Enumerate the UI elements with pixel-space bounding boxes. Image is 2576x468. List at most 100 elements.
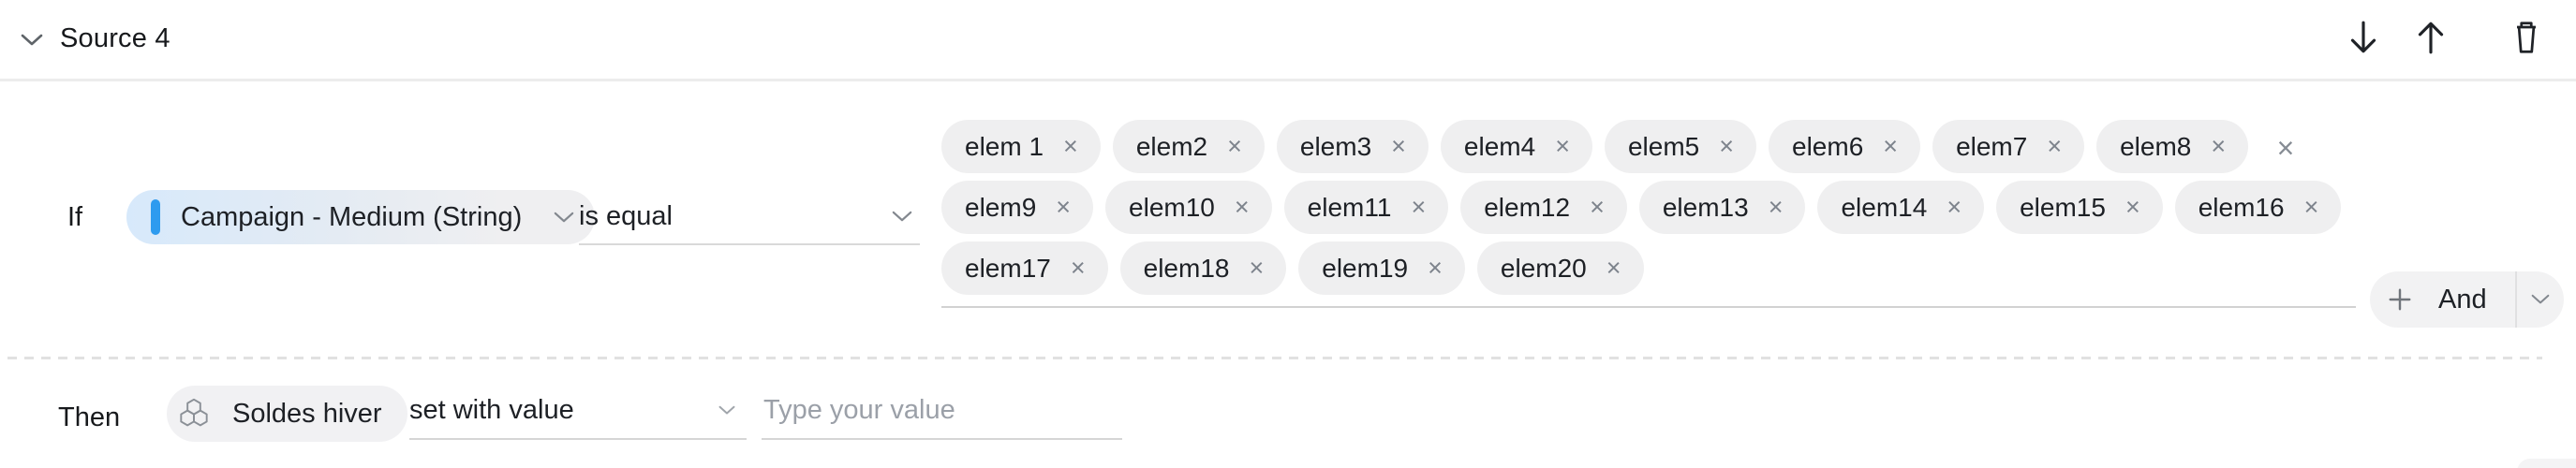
field-label: Campaign - Medium (String) xyxy=(181,201,523,232)
chip-remove-icon[interactable]: × xyxy=(1231,193,1253,222)
chip-row: elem 1×elem2×elem3×elem4×elem5×elem6×ele… xyxy=(941,120,2356,173)
add-and-condition-button[interactable]: And xyxy=(2370,271,2564,328)
chip-row: elem9×elem10×elem11×elem12×elem13×elem14… xyxy=(941,181,2356,234)
chip-label: elem6 xyxy=(1792,131,1864,161)
value-chip: elem17 × xyxy=(941,241,1108,295)
chip-label: elem3 xyxy=(1299,131,1372,161)
field-accent-bar xyxy=(151,199,160,235)
and-button-label: And xyxy=(2438,284,2487,314)
source-header: Source 4 xyxy=(0,0,2576,81)
chevron-down-icon xyxy=(718,405,735,416)
condition-values-input[interactable]: elem 1×elem2×elem3×elem4×elem5×elem6×ele… xyxy=(941,120,2356,308)
value-chip: elem16 × xyxy=(2174,181,2342,234)
arrow-up-icon xyxy=(2411,18,2450,57)
chip-remove-icon[interactable]: × xyxy=(1586,193,1608,222)
arrow-down-icon xyxy=(2344,18,2383,57)
chip-label: elem10 xyxy=(1129,192,1215,222)
value-chip: elem13 × xyxy=(1638,181,1806,234)
chip-label: elem14 xyxy=(1841,192,1928,222)
chip-remove-icon[interactable]: × xyxy=(1067,254,1089,283)
chip-label: elem 1 xyxy=(965,131,1044,161)
condition-operator-select[interactable]: is equal xyxy=(579,190,920,245)
value-chip: elem4 × xyxy=(1440,120,1592,173)
hexagon-cluster-icon xyxy=(177,397,211,431)
chip-remove-icon[interactable]: × xyxy=(1551,132,1574,161)
value-chip: elem14 × xyxy=(1817,181,1985,234)
chip-remove-icon[interactable]: × xyxy=(1059,132,1082,161)
chip-label: elem2 xyxy=(1135,131,1208,161)
chip-remove-icon[interactable]: × xyxy=(1223,132,1246,161)
operator-value: is equal xyxy=(579,201,673,231)
chip-remove-icon[interactable]: × xyxy=(2043,132,2065,161)
chip-label: elem16 xyxy=(2198,192,2285,222)
action-value-input[interactable] xyxy=(762,395,1122,426)
chip-label: elem4 xyxy=(1463,131,1536,161)
value-chip: elem12 × xyxy=(1460,181,1627,234)
chip-label: elem7 xyxy=(1956,131,2028,161)
chip-remove-icon[interactable]: × xyxy=(2207,132,2229,161)
action-target-label: Soldes hiver xyxy=(232,398,382,429)
chip-label: elem20 xyxy=(1500,253,1587,283)
chip-rows: elem 1×elem2×elem3×elem4×elem5×elem6×ele… xyxy=(941,120,2356,295)
value-chip: elem 1 × xyxy=(941,120,1101,173)
chip-remove-icon[interactable]: × xyxy=(1387,132,1410,161)
chip-label: elem11 xyxy=(1307,192,1392,222)
chip-remove-icon[interactable]: × xyxy=(1765,193,1787,222)
value-chip: elem6 × xyxy=(1769,120,1921,173)
chip-remove-icon[interactable]: × xyxy=(1245,254,1267,283)
chip-remove-icon[interactable]: × xyxy=(1603,254,1625,283)
chip-label: elem8 xyxy=(2120,131,2192,161)
chip-label: elem15 xyxy=(2020,192,2106,222)
chip-label: elem9 xyxy=(965,192,1037,222)
clear-all-values-button[interactable]: × xyxy=(2265,127,2306,168)
move-up-button[interactable] xyxy=(2407,14,2454,61)
chip-label: elem17 xyxy=(965,253,1051,283)
chip-label: elem12 xyxy=(1484,192,1571,222)
trash-icon xyxy=(2507,18,2546,57)
chip-label: elem5 xyxy=(1627,131,1700,161)
then-label: Then xyxy=(58,402,121,432)
value-chip: elem2 × xyxy=(1112,120,1265,173)
value-chip: elem7 × xyxy=(1932,120,2085,173)
value-chip: elem19 × xyxy=(1298,241,1465,295)
and-button-divider xyxy=(2514,271,2517,328)
collapse-toggle-button[interactable] xyxy=(13,24,51,56)
value-chip: elem9 × xyxy=(941,181,1094,234)
action-value-field xyxy=(762,383,1122,440)
action-operation-value: set with value xyxy=(409,395,574,425)
value-chip: elem11 × xyxy=(1283,181,1449,234)
chip-remove-icon[interactable]: × xyxy=(1407,193,1429,222)
value-chip: elem20 × xyxy=(1476,241,1644,295)
action-operation-select[interactable]: set with value xyxy=(409,383,747,440)
delete-source-button[interactable] xyxy=(2503,14,2550,61)
chip-remove-icon[interactable]: × xyxy=(1052,193,1074,222)
chip-remove-icon[interactable]: × xyxy=(1943,193,1965,222)
chip-remove-icon[interactable]: × xyxy=(2122,193,2144,222)
chip-label: elem13 xyxy=(1662,192,1749,222)
move-down-button[interactable] xyxy=(2340,14,2387,61)
value-chip: elem8 × xyxy=(2096,120,2249,173)
value-chip: elem10 × xyxy=(1105,181,1272,234)
chip-remove-icon[interactable]: × xyxy=(1715,132,1738,161)
chip-remove-icon[interactable]: × xyxy=(1424,254,1446,283)
value-chip: elem18 × xyxy=(1119,241,1287,295)
and-options-caret[interactable] xyxy=(2517,271,2564,328)
chip-remove-icon[interactable]: × xyxy=(1879,132,1902,161)
if-label: If xyxy=(67,202,83,232)
chip-label: elem19 xyxy=(1322,253,1409,283)
next-element-edge xyxy=(2517,459,2576,468)
chevron-down-icon xyxy=(554,212,574,224)
chevron-down-icon xyxy=(2531,294,2550,305)
chip-remove-icon[interactable]: × xyxy=(2301,193,2323,222)
chip-row: elem17 × elem18 × elem19 × elem20 × xyxy=(941,241,2356,295)
chevron-down-icon xyxy=(21,34,43,47)
condition-action-divider xyxy=(7,357,2542,359)
chevron-down-icon xyxy=(892,211,912,223)
plus-icon xyxy=(2387,286,2413,313)
action-target-pill[interactable]: Soldes hiver xyxy=(167,386,407,442)
condition-field-dropdown[interactable]: Campaign - Medium (String) xyxy=(126,190,596,244)
source-title: Source 4 xyxy=(60,23,170,53)
chip-label: elem18 xyxy=(1143,253,1230,283)
value-chip: elem5 × xyxy=(1604,120,1757,173)
